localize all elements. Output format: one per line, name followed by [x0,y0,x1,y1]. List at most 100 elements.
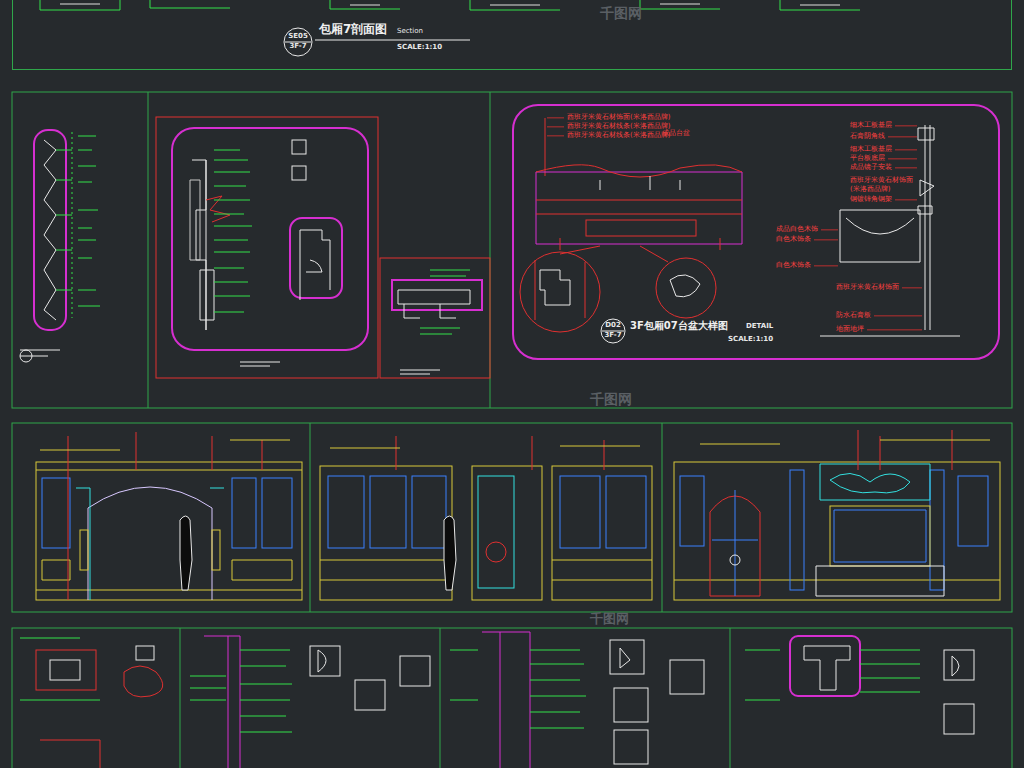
callout-text: 成品镜子安装 [850,164,892,172]
watermark: 千图网 [590,612,629,626]
panel-frames [440,628,441,768]
section-middle-art [214,150,252,312]
section-middle-art [192,160,206,330]
elevation-right-art [674,430,1000,600]
detail-band-art [530,650,586,728]
marker-number: SE05 [283,33,313,41]
elevation-middle-art [320,436,652,600]
elevation-middle-art [444,516,456,590]
elevation-middle-art [560,476,600,548]
section-left-art [34,130,66,330]
detail-band-art [310,646,340,676]
elevation-left-art [36,470,302,590]
leader-line [814,239,838,240]
elevation-left-art [262,478,292,548]
elevation-right-art [958,476,988,546]
detail-band-art [400,656,430,686]
section-left-art [44,140,56,320]
subtitle-text: Section [397,28,423,36]
basin-detail-art [535,260,585,320]
drawing-panel: 包厢7剖面图SectionSCALE:1:10SE053F-7 [12,0,1012,70]
top-band-art [60,4,840,5]
elevation-middle-art [486,542,506,562]
elevation-right-art [730,555,740,565]
elevation-middle-art [328,476,364,548]
callout-text: 成品台盆 [662,130,690,138]
section-left-art [72,132,73,318]
basin-detail-art [820,336,960,337]
elevation-middle-art [478,476,514,588]
section-marker: SE053F-7 [283,27,313,57]
section-left-art [20,130,100,362]
elevation-left-art [42,478,70,548]
section-middle-art [172,128,368,350]
elevation-left-art [76,488,224,600]
leader-line [821,229,838,230]
basin-detail-art [670,275,700,297]
detail-band-art [36,650,96,690]
basin-detail-art [540,270,570,305]
basin-detail-art [520,118,960,336]
callout-text: 西班牙米黄石材线条(米洛西品牌) [567,132,670,140]
section-middle-art [306,260,322,272]
elevation-left-art [80,530,88,570]
panel-frames [12,92,1012,408]
detail-band-art [318,650,326,672]
callout-text: 西班牙米黄石材饰面 [850,177,913,185]
detail-band-art [620,648,630,668]
elevation-right-art [674,462,1000,600]
section-middle-art [200,270,214,320]
basin-detail-art [536,172,742,244]
leader-line [547,117,564,118]
basin-detail-art [545,118,546,176]
elevation-right-art [680,476,704,546]
leader-line [895,125,917,126]
section-small-art [380,258,490,378]
elevation-right-art [790,470,804,590]
section-middle-art [156,117,378,378]
section-small-art [392,280,482,310]
elevation-left-art [36,432,302,600]
elevation-right-art [858,430,952,470]
basin-detail-art [925,125,930,330]
section-small-art [404,304,456,318]
detail-band-art [136,646,154,660]
section-small-art [380,258,490,378]
scale-text: SCALE:1:10 [728,336,773,344]
watermark: 千图网 [590,392,632,407]
marker-outline [283,27,313,57]
section-small-art [398,290,470,304]
section-marker: D023F-7 [600,318,626,344]
callout-text: 西班牙米黄石材饰面(米洛西品牌) [567,114,670,122]
basin-detail-art [656,258,716,318]
elevation-right-art [834,510,926,562]
elevation-middle-art [412,476,446,548]
elevation-middle-art [370,476,406,548]
basin-detail-art [536,165,742,177]
section-small-art [420,270,470,334]
elevation-right-art [712,490,758,596]
detail-band-art [610,640,644,674]
leader-line [888,136,917,137]
watermark: 千图网 [600,6,642,21]
detail-band-art [240,650,292,732]
basin-detail-art [560,246,668,262]
leader-line [547,135,564,136]
elevation-left-art [180,516,192,590]
elevation-middle-art [320,466,452,600]
elevation-middle-art [472,466,542,600]
detail-band-art [204,636,240,768]
elevation-middle-art [320,560,452,580]
callout-text: 防水石膏板 [836,312,871,320]
elevation-middle-art [552,466,652,600]
detail-band-art [355,680,385,710]
panel-frames [310,423,311,612]
section-middle-art [156,117,378,378]
detail-band-art [944,704,974,734]
elevation-middle-art [606,476,646,548]
detail-band-art [450,650,478,700]
detail-band-art [804,646,850,690]
elevation-left-art [42,560,292,580]
